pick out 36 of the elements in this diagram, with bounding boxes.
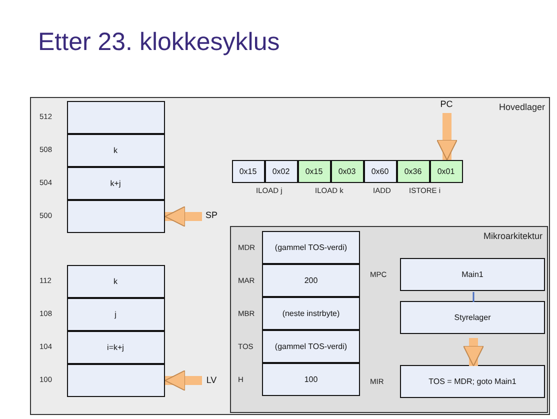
memory-cell: 0x15 [298,160,330,182]
block-arrow [164,370,202,391]
group-panel [230,226,548,412]
memory-cell: (gammel TOS-verdi) [262,330,360,363]
memory-cell: 0x03 [330,160,364,182]
memory-cell: 100 [262,363,360,396]
memory-cell: k [66,134,164,166]
memory-cell: (gammel TOS-verdi) [262,231,360,264]
memory-cell: 0x01 [430,160,462,182]
empty-cell [66,100,164,134]
panel-heading: Mikroarkitektur [483,230,542,240]
pointer-label: PC [440,98,454,110]
memory-cell: Main1 [400,258,545,291]
memory-cell: 0x60 [364,160,396,182]
panel-heading: Hovedlager [498,102,545,112]
empty-cell [66,200,164,232]
memory-cell: 0x36 [396,160,430,182]
memory-cell: TOS = MDR; goto Main1 [400,365,545,398]
memory-cell: (neste instrbyte) [262,297,360,330]
memory-cell: 0x02 [264,160,298,182]
memory-cell: 0x15 [232,160,264,182]
connector-line [472,292,474,302]
memory-cell: k+j [66,166,164,200]
block-arrow [436,113,458,160]
slide-title: Etter 23. klokkesyklus [38,28,280,57]
group-panel [30,97,550,415]
block-arrow [463,338,484,366]
pointer-label: LV [204,374,220,386]
memory-cell: j [66,298,164,330]
empty-cell [66,364,164,396]
memory-cell: 200 [262,264,360,297]
memory-cell: k [66,264,164,298]
memory-cell: Styrelager [400,301,545,334]
memory-cell: i=k+j [66,330,164,364]
pointer-label: SP [204,208,220,220]
block-arrow [164,206,202,227]
